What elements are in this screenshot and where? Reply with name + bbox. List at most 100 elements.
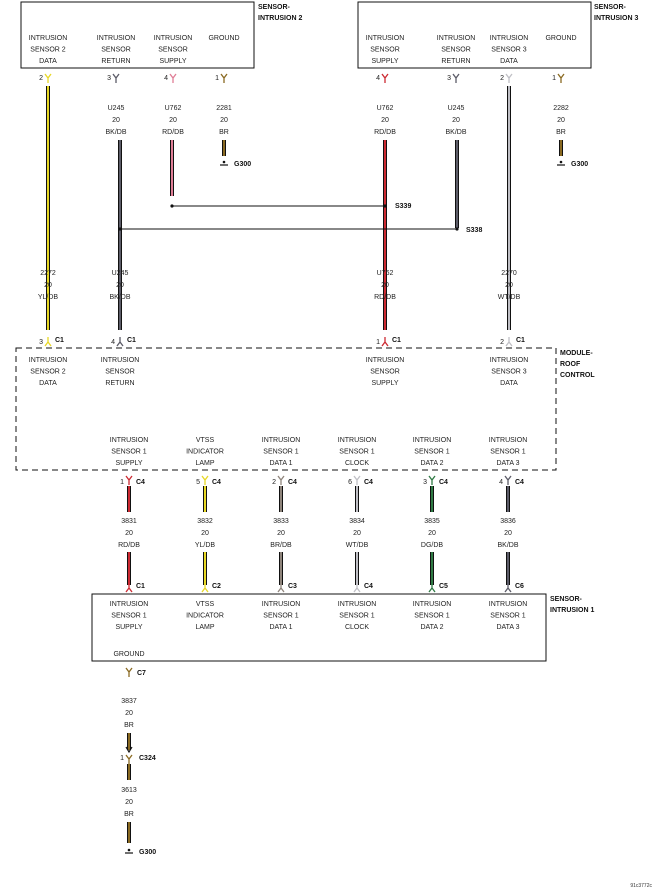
sensor2-pin-label-0-0: INTRUSION xyxy=(29,35,68,42)
s3-wire-1-color: BK/DB xyxy=(445,129,466,136)
module-title-1: ROOF xyxy=(560,361,581,368)
sensor1-pin-label-0-2: SUPPLY xyxy=(115,624,142,631)
sensor1-connector-1 xyxy=(201,583,209,593)
sensor1-conn-0: C1 xyxy=(136,583,145,590)
ground-g300-main-label: G300 xyxy=(139,849,156,856)
sensor2-pin-label-3-0: GROUND xyxy=(208,35,239,42)
module-top-label-0-0: INTRUSION xyxy=(29,357,68,364)
ground-wire-3613-gauge: 20 xyxy=(125,799,133,806)
sensor3-pin-label-2-1: SENSOR 3 xyxy=(491,47,527,54)
module-bottom-label-4-2: DATA 2 xyxy=(420,460,443,467)
ground-wire-3837-color: BR xyxy=(124,722,134,729)
sensor1-conn-2: C3 xyxy=(288,583,297,590)
module-upper-wire-2-gauge: 20 xyxy=(381,282,389,289)
sensor3-connector-1 xyxy=(452,73,460,83)
ground-g300-s3-label: G300 xyxy=(571,161,588,168)
module-bottom-connector-0 xyxy=(125,475,133,485)
ground-g300-s2-label: G300 xyxy=(234,161,251,168)
sensor1-ground-label: GROUND xyxy=(113,651,144,658)
sensor3-connector-0 xyxy=(381,73,389,83)
sensor2-title-1: INTRUSION 2 xyxy=(258,15,302,22)
module-bottom-pin-2: 2 xyxy=(272,479,276,486)
module-top-label-3-1: SENSOR 3 xyxy=(491,369,527,376)
ground-wire-3613-color: BR xyxy=(124,811,134,818)
module-bottom-conn-2: C4 xyxy=(288,479,297,486)
inline-c324-connector xyxy=(125,754,133,764)
sensor1-connector-4 xyxy=(428,583,436,593)
lower-wire-0-circuit: 3831 xyxy=(121,518,137,525)
sensor3-pin-label-0-0: INTRUSION xyxy=(366,35,405,42)
module-bottom-connector-4 xyxy=(428,475,436,485)
lower-wire-4-color: DG/DB xyxy=(421,542,444,549)
sensor1-title-1: INTRUSION 1 xyxy=(550,607,594,614)
module-top-pin-3: 2 xyxy=(500,339,504,346)
module-bottom-label-5-0: INTRUSION xyxy=(489,437,528,444)
module-top-conn-3: C1 xyxy=(516,337,525,344)
sensor1-connector-5 xyxy=(504,583,512,593)
s3-wire-2-gauge: 20 xyxy=(557,117,565,124)
sensor3-pin-num-0: 4 xyxy=(376,75,380,82)
module-bottom-label-3-0: INTRUSION xyxy=(338,437,377,444)
module-top-conn-1: C1 xyxy=(127,337,136,344)
module-top-label-0-1: SENSOR 2 xyxy=(30,369,66,376)
sensor2-pin-num-0: 2 xyxy=(39,75,43,82)
lower-wire-2-color: BR/DB xyxy=(270,542,292,549)
ground-wire-3837-gauge: 20 xyxy=(125,710,133,717)
sensor1-pin-label-4-1: SENSOR 1 xyxy=(414,613,450,620)
module-bottom-label-1-0: VTSS xyxy=(196,437,215,444)
sensor1-pin-label-2-2: DATA 1 xyxy=(269,624,292,631)
sensor3-pin-label-3-0: GROUND xyxy=(545,35,576,42)
splice-s338-dot-left xyxy=(118,227,122,231)
sensor1-pin-label-1-1: INDICATOR xyxy=(186,613,224,620)
sensor2-box xyxy=(20,1,255,69)
module-bottom-conn-4: C4 xyxy=(439,479,448,486)
module-bottom-label-4-0: INTRUSION xyxy=(413,437,452,444)
lower-wire-1-circuit: 3832 xyxy=(197,518,213,525)
sensor1-pin-label-3-1: SENSOR 1 xyxy=(339,613,375,620)
sensor3-pin-label-1-0: INTRUSION xyxy=(437,35,476,42)
sensor3-pin-label-2-0: INTRUSION xyxy=(490,35,529,42)
sensor1-pin-label-4-2: DATA 2 xyxy=(420,624,443,631)
s2-wire-1-color: BK/DB xyxy=(105,129,126,136)
module-bottom-label-3-1: SENSOR 1 xyxy=(339,449,375,456)
module-top-pin-0: 3 xyxy=(39,339,43,346)
sensor2-connector-3 xyxy=(220,73,228,83)
module-roof-control-box xyxy=(15,347,557,471)
splice-s339-dot-right xyxy=(383,204,387,208)
lower-wire-3-color: WT/DB xyxy=(346,542,369,549)
module-bottom-pin-1: 5 xyxy=(196,479,200,486)
s3-wire-2-circuit: 2282 xyxy=(553,105,569,112)
module-upper-wire-0-gauge: 20 xyxy=(44,282,52,289)
lower-wire-2-circuit: 3833 xyxy=(273,518,289,525)
module-top-label-0-2: DATA xyxy=(39,380,57,387)
figure-id: 91c3772c xyxy=(630,883,652,889)
sensor1-conn-3: C4 xyxy=(364,583,373,590)
sensor2-pin-label-0-1: SENSOR 2 xyxy=(30,47,66,54)
sensor1-pin-label-5-1: SENSOR 1 xyxy=(490,613,526,620)
lower-wire-0-gauge: 20 xyxy=(125,530,133,537)
sensor1-pin-label-2-1: SENSOR 1 xyxy=(263,613,299,620)
sensor3-pin-label-1-2: RETURN xyxy=(441,58,470,65)
sensor3-pin-num-1: 3 xyxy=(447,75,451,82)
module-top-pin-1: 4 xyxy=(111,339,115,346)
module-bottom-pin-4: 3 xyxy=(423,479,427,486)
module-bottom-conn-1: C4 xyxy=(212,479,221,486)
sensor2-pin-num-3: 1 xyxy=(215,75,219,82)
module-upper-wire-0-color: YL/DB xyxy=(38,294,59,301)
s3-wire-1-gauge: 20 xyxy=(452,117,460,124)
module-bottom-pin-5: 4 xyxy=(499,479,503,486)
module-bottom-conn-0: C4 xyxy=(136,479,145,486)
sensor2-pin-label-1-1: SENSOR xyxy=(101,47,131,54)
module-bottom-label-3-2: CLOCK xyxy=(345,460,369,467)
module-bottom-connector-3 xyxy=(353,475,361,485)
sensor2-pin-label-2-0: INTRUSION xyxy=(154,35,193,42)
lower-wire-3-circuit: 3834 xyxy=(349,518,365,525)
s2-wire-2-circuit: U762 xyxy=(165,105,182,112)
ground-g300-s3-dot xyxy=(559,160,563,164)
sensor3-connector-3 xyxy=(557,73,565,83)
s3-wire-0-color: RD/DB xyxy=(374,129,396,136)
sensor1-conn-4: C5 xyxy=(439,583,448,590)
module-top-label-1-0: INTRUSION xyxy=(101,357,140,364)
sensor3-title-0: SENSOR- xyxy=(594,4,627,11)
module-top-label-1-2: RETURN xyxy=(105,380,134,387)
